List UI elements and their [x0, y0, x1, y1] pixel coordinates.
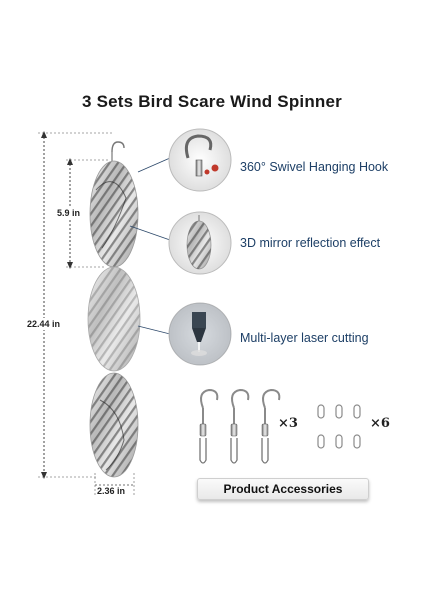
total-length-label: 22.44 in [27, 318, 61, 330]
spinner-segment-3 [89, 372, 139, 478]
hooks-quantity: ×3 [278, 416, 298, 431]
width-label: 2.36 in [97, 486, 126, 496]
width-dimension [94, 473, 135, 497]
accessory-hooks [199, 388, 281, 464]
page-title: 3 Sets Bird Scare Wind Spinner [82, 92, 342, 111]
callout-lines [129, 157, 171, 335]
segment-length-label: 5.9 in [57, 207, 81, 219]
spinner-top-hook [111, 141, 125, 162]
laser-cutter-icon [168, 302, 232, 366]
product-accessories-badge: Product Accessories [197, 478, 369, 500]
spinner-segment-2 [87, 266, 141, 372]
total-length-dimension [38, 131, 112, 479]
feature-mirror-effect-label: 3D mirror reflection effect [240, 236, 381, 250]
clips-quantity: ×6 [370, 416, 390, 431]
spinner-segment-1 [89, 160, 139, 268]
mirror-spinner-icon [168, 211, 232, 275]
feature-laser-cutting-label: Multi-layer laser cutting [240, 331, 369, 345]
swivel-hook-icon [168, 128, 232, 192]
feature-swivel-hook-label: 360° Swivel Hanging Hook [240, 160, 389, 174]
accessory-clips [317, 404, 361, 449]
